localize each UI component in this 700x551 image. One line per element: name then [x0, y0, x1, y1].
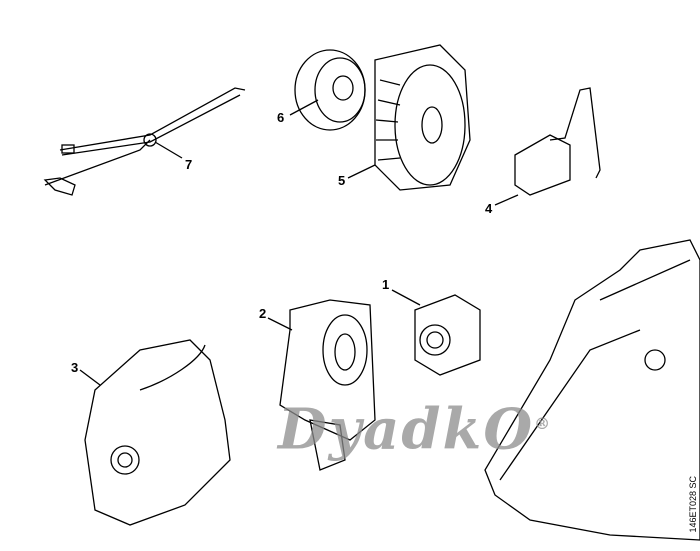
callout-4[interactable]: 4 — [485, 201, 493, 216]
part-ignition-module[interactable] — [494, 87, 601, 206]
watermark-text: DyadkO — [278, 396, 535, 463]
callout-6[interactable]: 6 — [277, 110, 285, 125]
part-crankcase[interactable] — [484, 239, 700, 541]
watermark: DyadkO® — [278, 392, 552, 462]
callout-7[interactable]: 7 — [185, 157, 193, 172]
callout-2[interactable]: 2 — [259, 306, 267, 321]
callout-1[interactable]: 1 — [382, 277, 390, 292]
callout-5[interactable]: 5 — [338, 173, 346, 188]
part-shroud[interactable] — [79, 339, 231, 526]
part-air-filter-base[interactable] — [267, 299, 376, 471]
part-flywheel[interactable] — [347, 44, 471, 191]
registered-mark: ® — [534, 414, 553, 433]
part-wiring-harness[interactable] — [43, 87, 246, 196]
callout-3[interactable]: 3 — [71, 360, 79, 375]
drawing-code: 146ET028 SC — [688, 476, 698, 533]
part-carburetor[interactable] — [391, 289, 481, 376]
part-clutch-drum[interactable] — [289, 49, 366, 131]
